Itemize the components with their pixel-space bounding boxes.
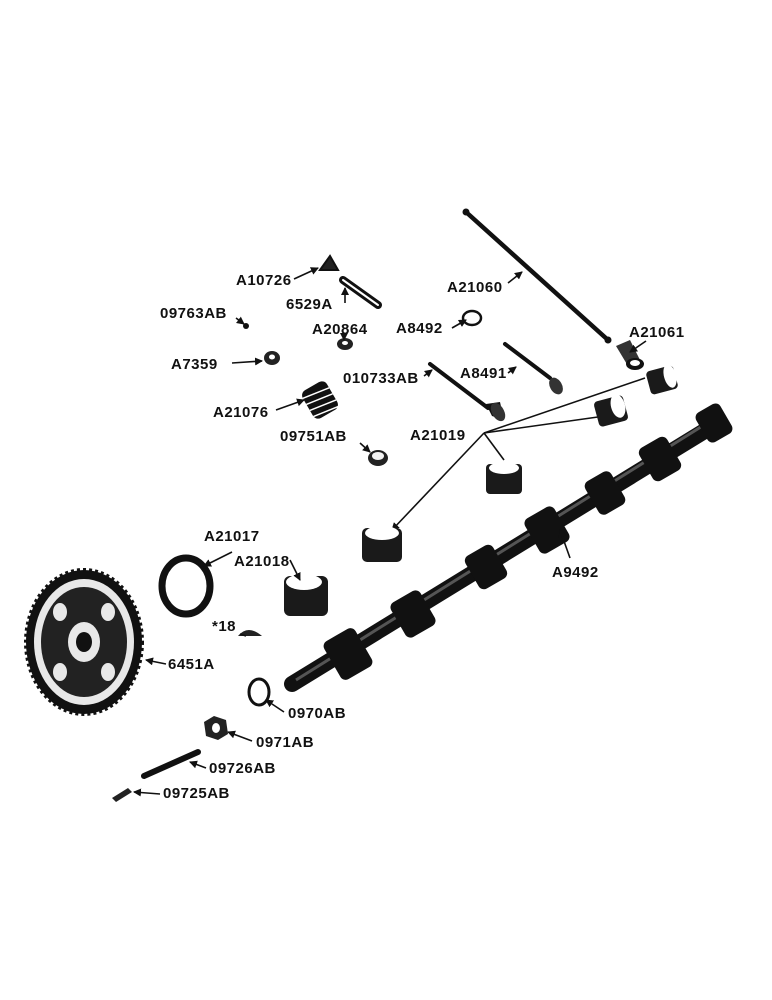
push-rod-part [462,208,612,344]
tappet-part [616,340,644,370]
label-010733AB: 010733AB [343,370,419,387]
bearing-leader-lines [391,377,646,531]
part-labels: A10726 6529A 09763AB A20864 A7359 A21076… [160,272,685,802]
label-A9492: A9492 [552,564,599,581]
label-A21060: A21060 [447,279,503,296]
label-A10726: A10726 [236,272,292,289]
valve-spring-retainer-part [337,338,353,350]
label-A8492: A8492 [396,320,443,337]
label-A8491: A8491 [460,365,507,382]
camshaft-bearing-2 [486,462,522,494]
label-09763AB: 09763AB [160,305,227,322]
label-09725AB: 09725AB [163,785,230,802]
label-0970AB: 0970AB [288,705,346,722]
label-18: *18 [212,618,236,635]
label-A21018: A21018 [234,553,290,570]
camshaft-bearing-4 [646,364,678,395]
label-6451A: 6451A [168,656,215,673]
tappet-pin-part [339,276,382,309]
spring-seat-part [264,351,280,365]
valve-spring-part [302,381,340,419]
exhaust-valve-part [503,342,563,395]
washer-part [247,677,271,707]
label-0971AB: 0971AB [256,734,314,751]
camshaft-bearing-1 [362,526,402,562]
front-camshaft-bearing-part [284,574,328,616]
camshaft-part [284,403,733,692]
label-A21017: A21017 [204,528,260,545]
camshaft-gear-part [24,568,144,716]
label-A21061: A21061 [629,324,685,341]
label-A21076: A21076 [213,404,269,421]
tappet-guide-bushing-part [368,450,388,466]
intake-valve-part [428,362,506,422]
label-A7359: A7359 [171,356,218,373]
label-A21019: A21019 [410,427,466,444]
cotter-pin-part [112,788,132,802]
rod-part [141,749,201,779]
seal-ring-part [461,309,483,327]
camshaft-bearing-3 [594,394,628,427]
valve-key-part [318,254,340,271]
leader-lines [133,267,647,797]
thrust-washer-part [158,554,214,618]
label-A20864: A20864 [312,321,368,338]
label-09751AB: 09751AB [280,428,347,445]
label-6529A: 6529A [286,296,333,313]
label-09726AB: 09726AB [209,760,276,777]
nut-part [204,716,228,740]
